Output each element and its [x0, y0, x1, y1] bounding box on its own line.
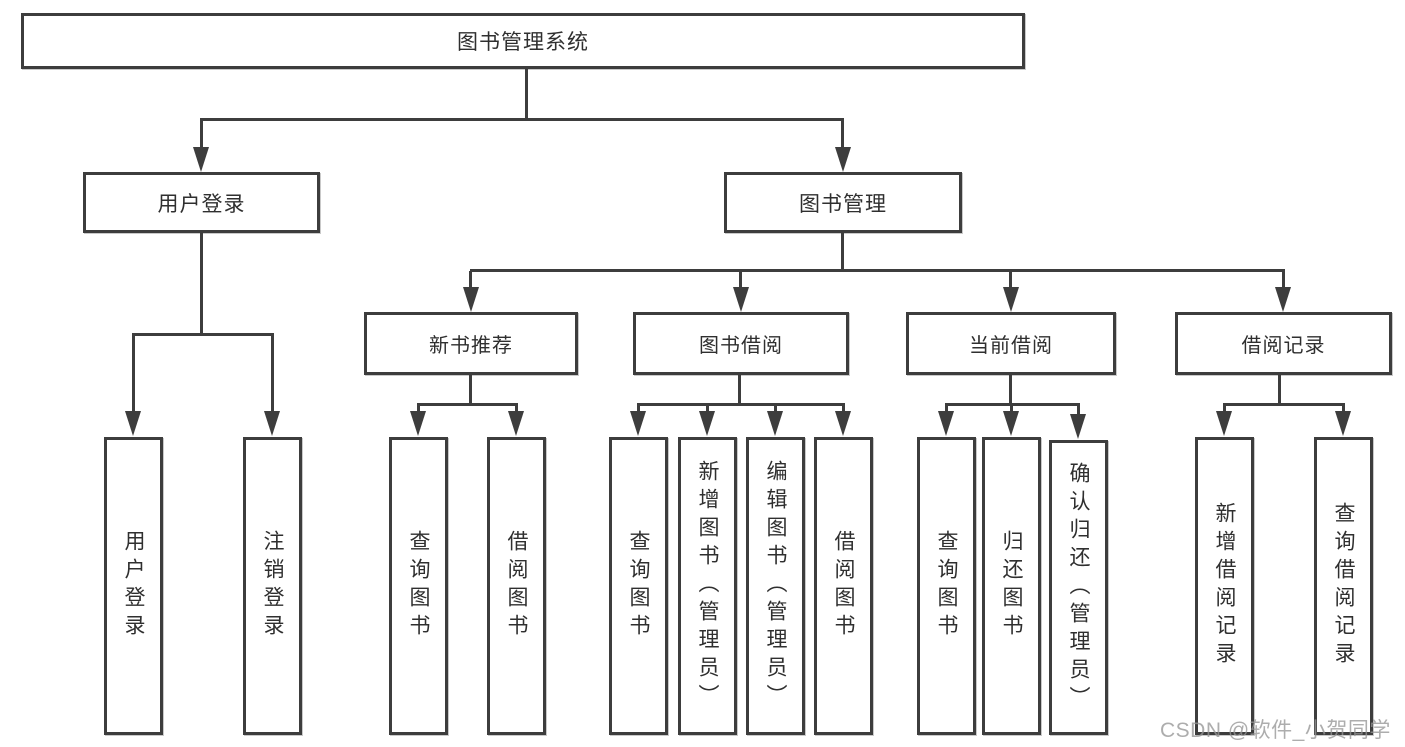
node-user-login: 用户登录	[83, 172, 320, 233]
node-user-login-label: 用户登录	[157, 192, 246, 216]
leaf-return-books: 归还图书	[982, 437, 1041, 735]
connector-line	[637, 405, 640, 413]
connector-line	[1077, 405, 1080, 415]
node-book-management: 图书管理	[724, 172, 962, 233]
leaf-query-books-recommend: 查询图书	[389, 437, 448, 735]
arrow-down-icon	[193, 147, 209, 172]
node-new-book-recommend: 新书推荐	[364, 312, 578, 375]
arrow-down-icon	[508, 411, 524, 436]
connector-line	[525, 69, 528, 119]
node-current-borrowing-label: 当前借阅	[969, 335, 1053, 357]
node-book-borrowing-label: 图书借阅	[699, 335, 783, 357]
arrow-down-icon	[1003, 411, 1019, 436]
leaf-user-login-label: 用户登录	[122, 530, 145, 642]
arrow-down-icon	[1216, 411, 1232, 436]
connector-line	[637, 403, 845, 406]
arrow-down-icon	[1275, 287, 1291, 312]
node-book-borrowing: 图书借阅	[633, 312, 849, 375]
leaf-borrow-books-recommend-label: 借阅图书	[505, 530, 528, 642]
connector-line	[841, 233, 844, 271]
connector-line	[417, 405, 420, 413]
connector-line	[1009, 375, 1012, 405]
connector-line	[132, 333, 274, 336]
connector-line	[470, 269, 1285, 272]
leaf-return-books-label: 归还图书	[1000, 530, 1023, 642]
arrow-down-icon	[1335, 411, 1351, 436]
node-borrowing-records: 借阅记录	[1175, 312, 1392, 375]
connector-line	[469, 375, 472, 405]
connector-line	[417, 403, 518, 406]
connector-line	[1223, 405, 1226, 413]
connector-line	[739, 271, 742, 288]
connector-line	[132, 335, 135, 413]
node-root-label: 图书管理系统	[457, 31, 589, 54]
leaf-query-books-borrowing-label: 查询图书	[627, 530, 650, 642]
connector-line	[200, 120, 203, 149]
leaf-query-books-recommend-label: 查询图书	[407, 530, 430, 642]
connector-line	[1282, 271, 1285, 288]
leaf-confirm-return-admin-label: 确认归还（管理员）	[1067, 461, 1090, 714]
leaf-add-borrow-record-label: 新增借阅记录	[1213, 502, 1236, 670]
connector-line	[841, 120, 844, 149]
leaf-add-books-admin: 新增图书（管理员）	[678, 437, 737, 735]
arrow-down-icon	[410, 411, 426, 436]
leaf-logout-label: 注销登录	[261, 530, 284, 642]
arrow-down-icon	[938, 411, 954, 436]
csdn-watermark: CSDN @软件_小贺同学	[1160, 719, 1391, 742]
leaf-edit-books-admin: 编辑图书（管理员）	[746, 437, 805, 735]
leaf-add-borrow-record: 新增借阅记录	[1195, 437, 1254, 735]
leaf-query-books-current: 查询图书	[917, 437, 976, 735]
leaf-logout: 注销登录	[243, 437, 302, 735]
leaf-query-borrow-record-label: 查询借阅记录	[1332, 502, 1355, 670]
connector-line	[1278, 375, 1281, 405]
connector-line	[469, 271, 472, 288]
leaf-borrow-books-recommend: 借阅图书	[487, 437, 546, 735]
node-root: 图书管理系统	[21, 13, 1025, 69]
arrow-down-icon	[699, 411, 715, 436]
leaf-borrow-books-label: 借阅图书	[832, 530, 855, 642]
connector-line	[200, 118, 844, 121]
node-new-book-recommend-label: 新书推荐	[429, 335, 513, 357]
connector-line	[842, 405, 845, 413]
arrow-down-icon	[835, 411, 851, 436]
connector-line	[271, 335, 274, 413]
leaf-query-borrow-record: 查询借阅记录	[1314, 437, 1373, 735]
arrow-down-icon	[463, 287, 479, 312]
node-book-management-label: 图书管理	[799, 192, 887, 216]
arrow-down-icon	[1070, 414, 1086, 439]
connector-line	[200, 233, 203, 335]
connector-line	[774, 405, 777, 413]
leaf-query-books-current-label: 查询图书	[935, 530, 958, 642]
leaf-user-login: 用户登录	[104, 437, 163, 735]
leaf-borrow-books: 借阅图书	[814, 437, 873, 735]
arrow-down-icon	[264, 411, 280, 436]
arrow-down-icon	[125, 411, 141, 436]
arrow-down-icon	[630, 411, 646, 436]
connector-line	[945, 405, 948, 413]
node-borrowing-records-label: 借阅记录	[1241, 335, 1326, 357]
node-current-borrowing: 当前借阅	[906, 312, 1116, 375]
leaf-add-books-admin-label: 新增图书（管理员）	[696, 460, 719, 712]
arrow-down-icon	[1003, 287, 1019, 312]
connector-line	[738, 375, 741, 405]
connector-line	[1010, 405, 1013, 413]
connector-line	[706, 405, 709, 413]
connector-line	[1223, 403, 1345, 406]
leaf-edit-books-admin-label: 编辑图书（管理员）	[764, 460, 787, 712]
connector-line	[1009, 271, 1012, 288]
arrow-down-icon	[767, 411, 783, 436]
connector-line	[945, 403, 1080, 406]
connector-line	[515, 405, 518, 413]
arrow-down-icon	[733, 287, 749, 312]
leaf-confirm-return-admin: 确认归还（管理员）	[1049, 440, 1108, 735]
arrow-down-icon	[835, 147, 851, 172]
leaf-query-books-borrowing: 查询图书	[609, 437, 668, 735]
connector-line	[1342, 405, 1345, 413]
